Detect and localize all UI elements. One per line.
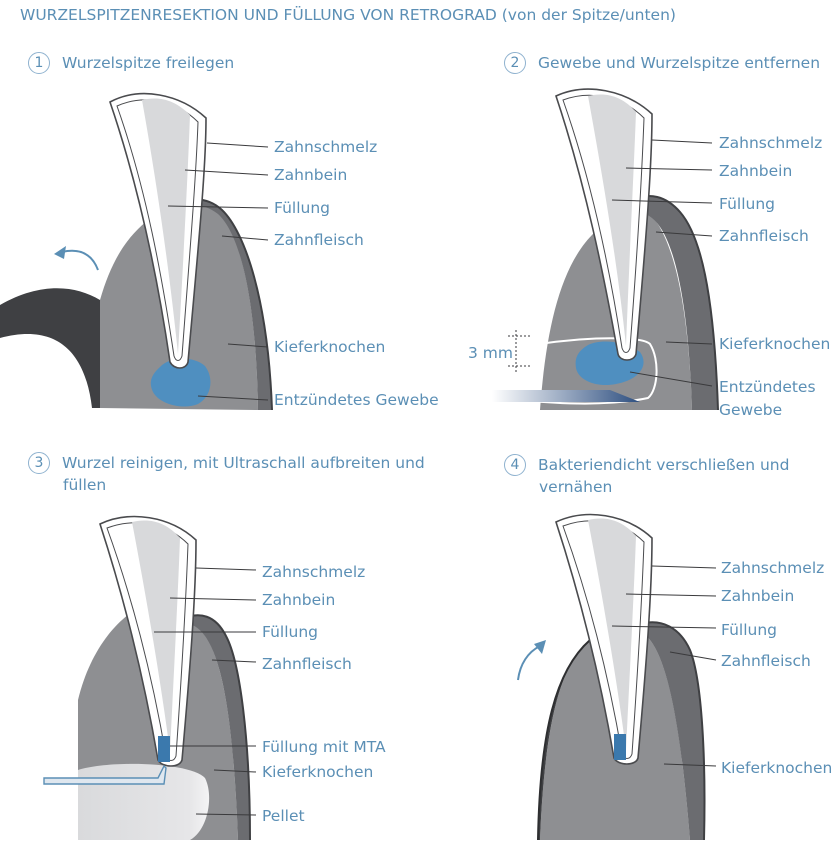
label-zahnbein: Zahnbein <box>262 591 336 609</box>
step-1-number: 1 <box>28 52 50 74</box>
label-pellet: Pellet <box>262 807 305 825</box>
label-zahnbein: Zahnbein <box>719 162 793 180</box>
gum <box>640 622 705 840</box>
closing-arrow <box>517 645 541 681</box>
panel-2-leaders <box>611 139 713 387</box>
label-kieferknochen: Kieferknochen <box>721 759 833 777</box>
step-4-text-line1: Bakteriendicht verschließen und <box>538 456 790 474</box>
step-4-text-line2: vernähen <box>539 478 613 496</box>
label-zahnbein: Zahnbein <box>274 166 348 184</box>
ultrasonic-instrument <box>43 764 167 785</box>
panel-2-illustration <box>492 88 719 411</box>
label-fuellung: Füllung <box>274 199 330 217</box>
root-canal <box>142 98 190 355</box>
label-zahnfleisch: Zahnfleisch <box>721 652 811 670</box>
panel-4-illustration <box>517 513 717 841</box>
mta-filling <box>614 734 626 760</box>
label-kieferknochen: Kieferknochen <box>274 338 386 356</box>
label-zahnschmelz: Zahnschmelz <box>719 134 823 152</box>
label-gewebe: Gewebe <box>719 401 783 419</box>
pellet <box>78 763 210 840</box>
step-3-text-line2: füllen <box>63 476 107 494</box>
label-zahnfleisch: Zahnfleisch <box>274 231 364 249</box>
step-2-heading: 2 Gewebe und Wurzelspitze entfernen <box>504 52 820 74</box>
label-fuellung: Füllung <box>721 621 777 639</box>
page-title: WURZELSPITZENRESEKTION UND FÜLLUNG VON R… <box>20 6 676 24</box>
label-fuellung: Füllung <box>262 623 318 641</box>
instrument <box>492 390 640 402</box>
label-zahnschmelz: Zahnschmelz <box>262 563 366 581</box>
step-2-number: 2 <box>504 52 526 74</box>
gum <box>630 196 718 410</box>
label-fuellung-mit-mta: Füllung mit MTA <box>262 738 386 756</box>
root-canal <box>588 518 636 750</box>
measure-3mm <box>508 330 530 372</box>
label-zahnschmelz: Zahnschmelz <box>721 559 825 577</box>
panel-1-leaders <box>167 142 269 401</box>
step-3-text-line1: Wurzel reinigen, mit Ultraschall aufbrei… <box>62 454 425 472</box>
label-measure-3mm: 3 mm <box>468 344 513 362</box>
label-zahnfleisch: Zahnfleisch <box>719 227 809 245</box>
panel-1-illustration <box>0 92 273 411</box>
gum-flap <box>0 288 100 408</box>
panel-3-leaders <box>154 567 257 816</box>
infected-tissue <box>150 358 211 407</box>
label-entzuendetes: Entzündetes <box>719 378 816 396</box>
flap-arrow <box>61 249 99 271</box>
bone-window-outline <box>519 337 658 405</box>
root-canal <box>588 94 636 346</box>
step-2-text: Gewebe und Wurzelspitze entfernen <box>538 54 821 72</box>
mta-filling <box>158 736 170 762</box>
label-kieferknochen: Kieferknochen <box>262 763 374 781</box>
label-zahnschmelz: Zahnschmelz <box>274 138 378 156</box>
panel-4-leaders <box>611 565 717 767</box>
step-1-heading: 1 Wurzelspitze freilegen <box>28 52 234 74</box>
gum <box>180 615 250 840</box>
gum <box>160 199 272 410</box>
panel-3-illustration <box>43 515 257 841</box>
label-fuellung: Füllung <box>719 195 775 213</box>
label-zahnfleisch: Zahnfleisch <box>262 655 352 673</box>
label-zahnbein: Zahnbein <box>721 587 795 605</box>
step-1-text: Wurzelspitze freilegen <box>62 54 235 72</box>
label-kieferknochen: Kieferknochen <box>719 335 831 353</box>
root-canal <box>132 520 180 752</box>
label-entzuendetes-gewebe: Entzündetes Gewebe <box>274 391 439 409</box>
